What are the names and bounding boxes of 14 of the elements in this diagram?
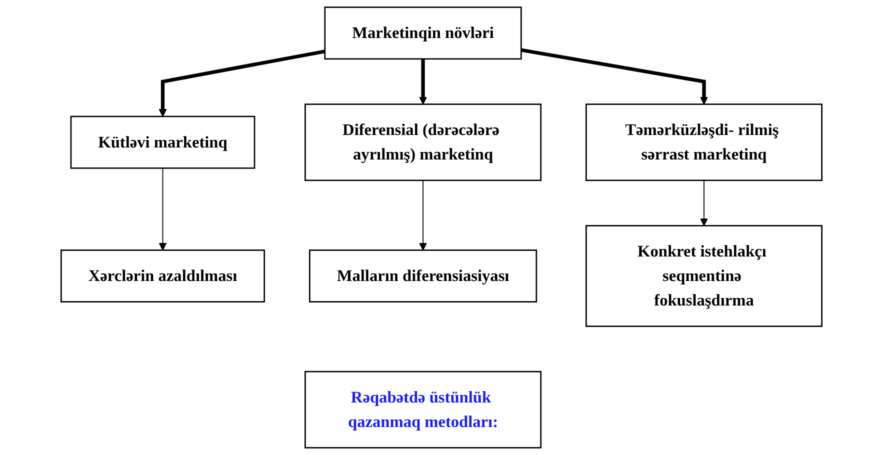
node-box: Konkret istehlakçı seqmentinə fokuslaşdırma — [586, 225, 822, 327]
arrow — [419, 58, 427, 105]
arrow — [700, 180, 708, 226]
node-box: Malların diferensiasiyası — [308, 249, 538, 302]
arrow — [158, 50, 326, 117]
node-box: Kütləvi marketinq — [70, 116, 256, 169]
node-box: Diferensial (dərəcələrə ayrılmış) marketinq — [304, 104, 542, 182]
node-box: Xərclərin azaldılması — [60, 249, 265, 302]
node-box: Marketinqin növləri — [324, 6, 522, 60]
arrow — [419, 180, 427, 251]
arrow — [520, 48, 708, 105]
node-box: Rəqabətdə üstünlük qazanmaq metodları: — [304, 370, 542, 448]
arrow — [158, 168, 167, 251]
node-box: Təmərküzləşdi- rilmiş sərrast marketinq — [586, 104, 822, 182]
